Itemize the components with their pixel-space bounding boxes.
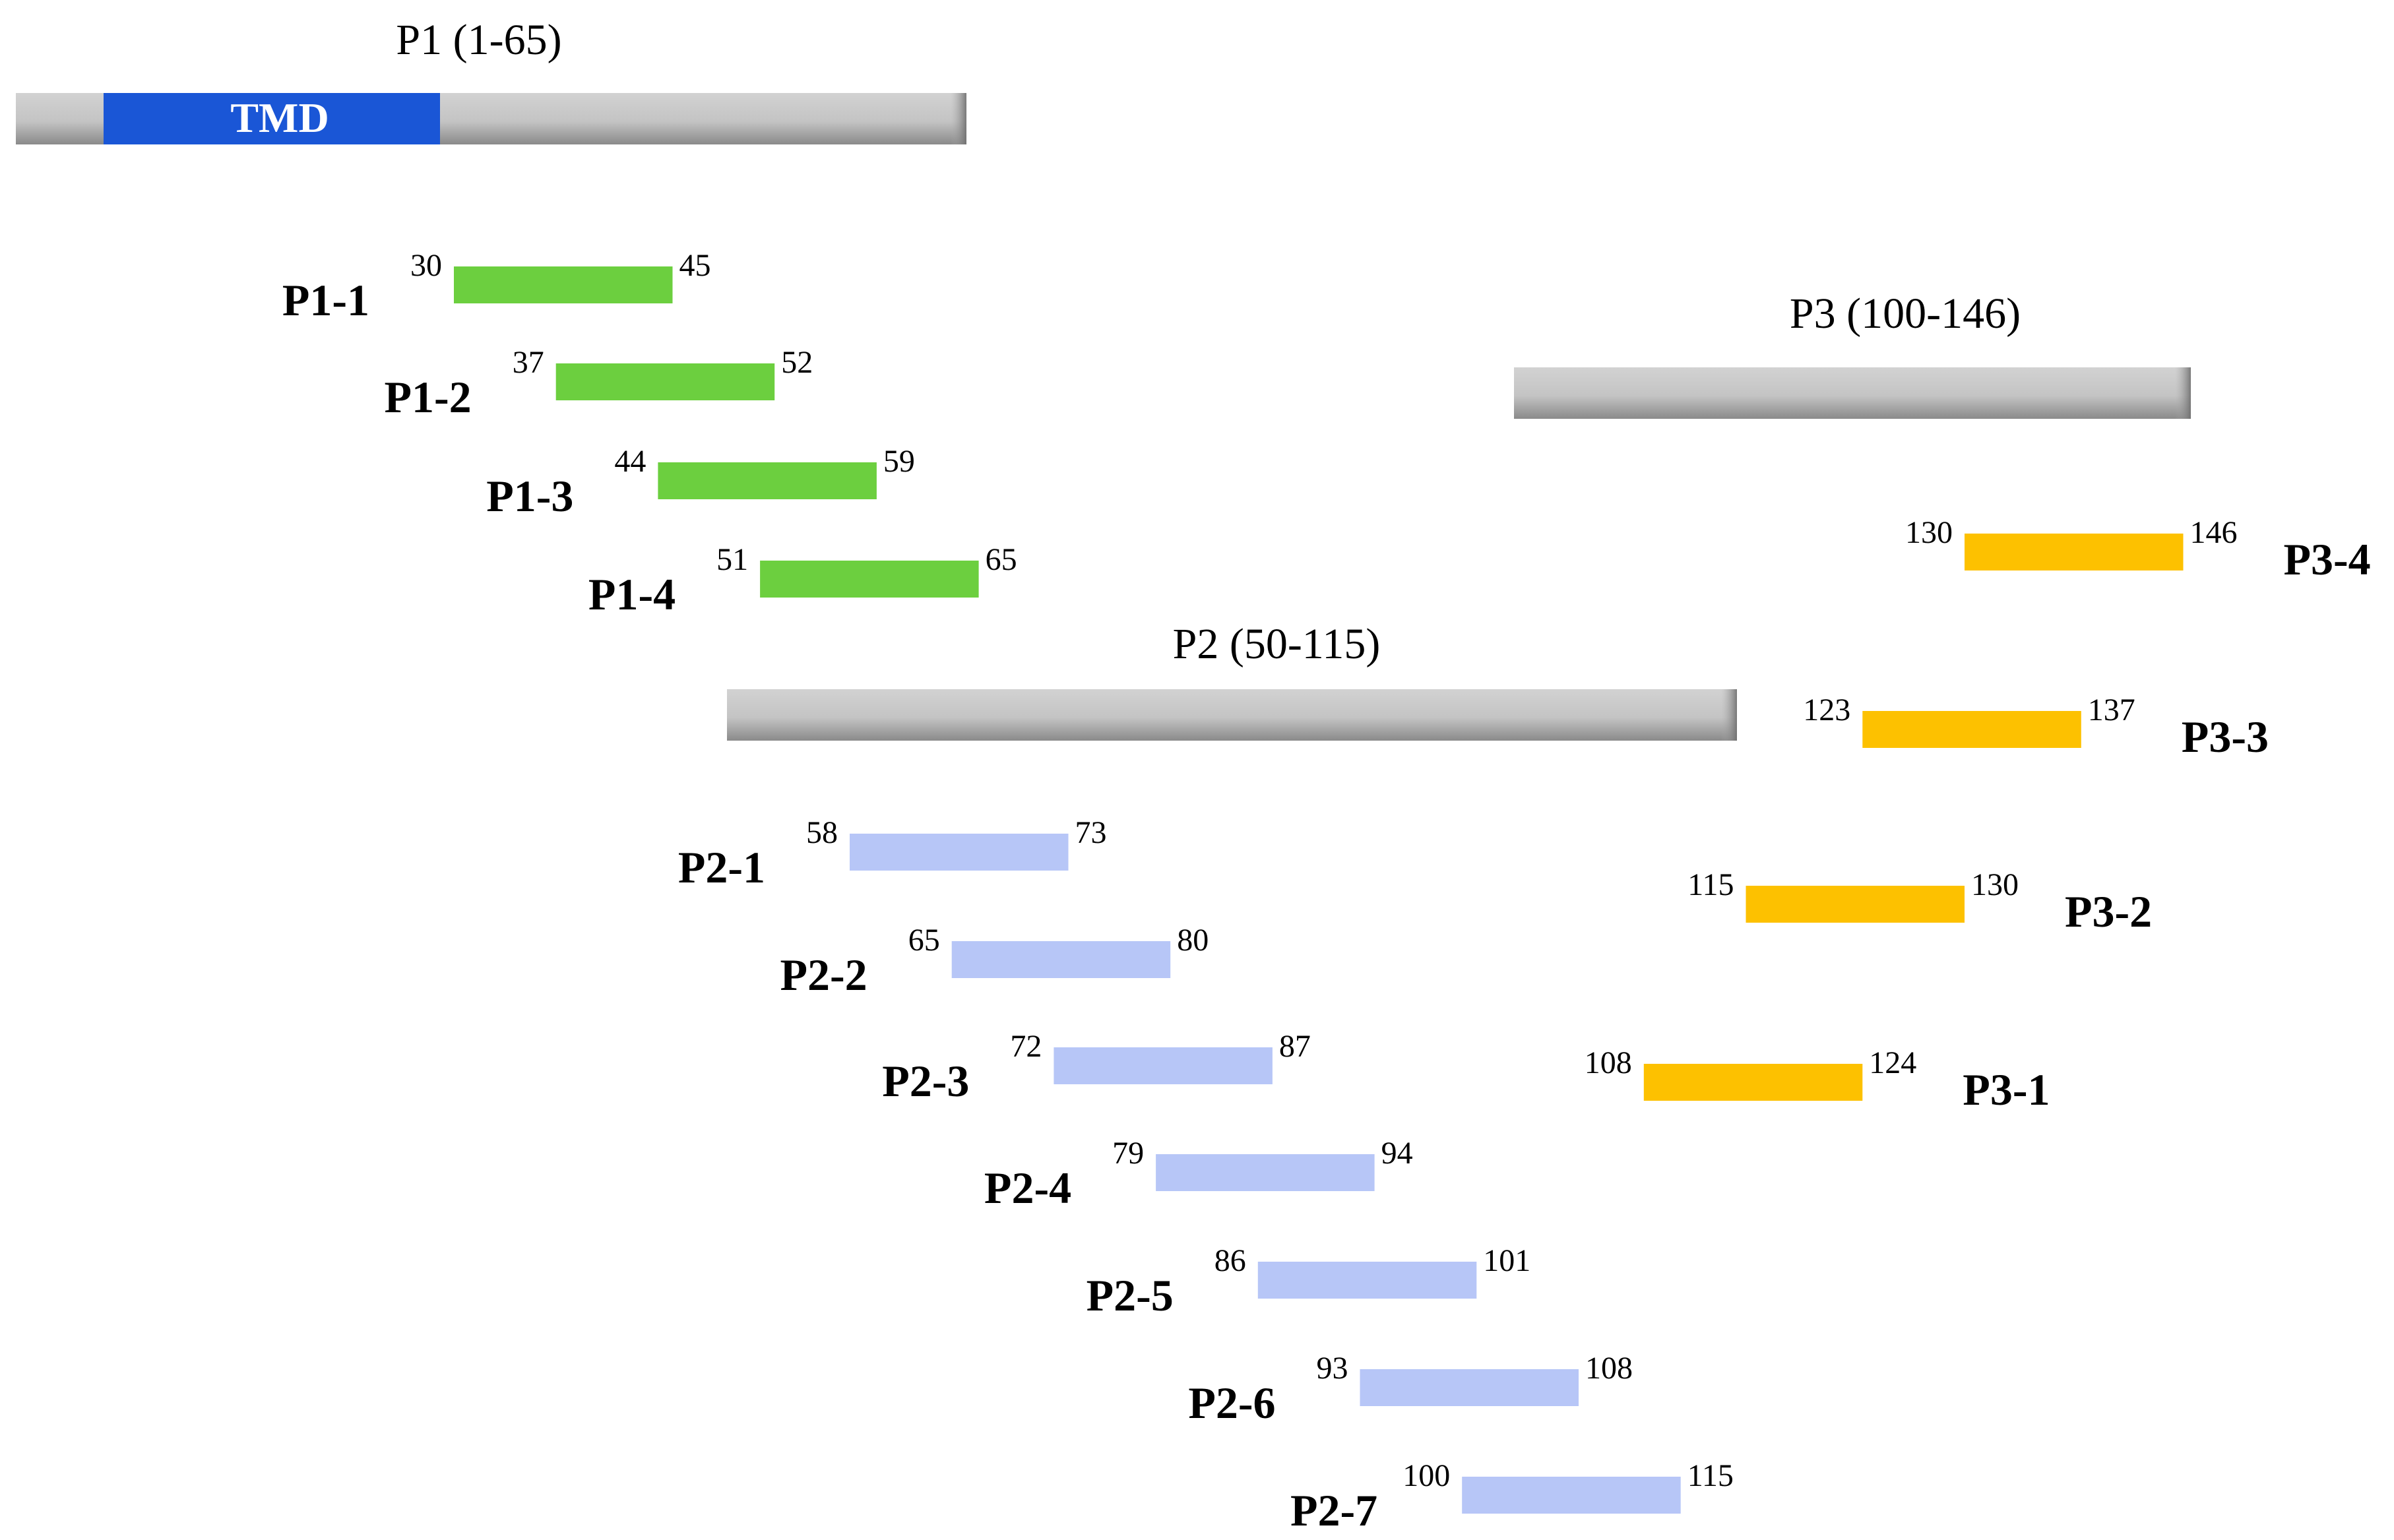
- peptide-name-p1-3: P1-3: [486, 471, 573, 521]
- parent-p3: P3 (100-146): [1514, 290, 2191, 419]
- peptide-start-label-p2-7: 100: [1402, 1458, 1450, 1493]
- parent-p1-bar-end: [951, 93, 966, 144]
- peptide-bar-p1-1: [454, 266, 673, 303]
- peptide-end-label-p2-6: 108: [1585, 1351, 1633, 1386]
- peptide-bar-p3-2: [1746, 886, 1965, 923]
- parent-p3-title: P3 (100-146): [1790, 290, 2021, 338]
- peptide-name-p1-1: P1-1: [282, 275, 369, 325]
- peptide-name-p2-7: P2-7: [1290, 1485, 1377, 1535]
- peptide-start-label-p3-1: 108: [1585, 1045, 1632, 1080]
- peptide-name-p3-2: P3-2: [2065, 886, 2152, 937]
- peptide-bar-p2-4: [1156, 1154, 1375, 1191]
- peptide-name-p2-3: P2-3: [882, 1056, 969, 1106]
- peptide-bar-p1-2: [555, 363, 775, 400]
- peptide-start-label-p2-4: 79: [1112, 1136, 1144, 1171]
- peptide-end-label-p1-3: 59: [883, 444, 915, 479]
- peptide-name-p2-6: P2-6: [1188, 1378, 1275, 1428]
- peptide-start-label-p2-6: 93: [1317, 1351, 1348, 1386]
- peptide-end-label-p2-2: 80: [1177, 923, 1209, 958]
- parent-p3-bar: [1514, 367, 2191, 419]
- peptide-start-label-p2-3: 72: [1010, 1029, 1042, 1064]
- peptide-bar-p2-2: [951, 941, 1171, 978]
- tmd-domain-bar: [104, 93, 440, 144]
- peptide-name-p2-1: P2-1: [678, 842, 765, 892]
- peptide-bar-p1-3: [658, 462, 877, 499]
- peptide-end-label-p1-4: 65: [986, 542, 1017, 577]
- peptide-bar-p2-7: [1462, 1477, 1681, 1514]
- parent-p2-title: P2 (50-115): [1173, 620, 1381, 668]
- peptide-end-label-p3-2: 130: [1971, 867, 2019, 902]
- peptide-bar-p3-3: [1862, 711, 2081, 748]
- parent-p2: P2 (50-115): [727, 620, 1737, 741]
- peptide-start-label-p1-4: 51: [716, 542, 748, 577]
- peptide-end-label-p1-2: 52: [781, 345, 813, 380]
- peptide-name-p2-2: P2-2: [780, 950, 867, 1000]
- peptide-end-label-p3-1: 124: [1869, 1045, 1916, 1080]
- peptide-start-label-p3-4: 130: [1905, 515, 1953, 550]
- peptide-name-p3-3: P3-3: [2182, 712, 2269, 762]
- peptide-name-p3-1: P3-1: [1963, 1064, 2050, 1115]
- peptide-end-label-p2-3: 87: [1279, 1029, 1311, 1064]
- peptide-bar-p2-1: [850, 834, 1069, 871]
- peptide-start-label-p2-1: 58: [806, 815, 838, 850]
- peptide-start-label-p2-5: 86: [1214, 1243, 1246, 1278]
- peptide-end-label-p2-5: 101: [1483, 1243, 1530, 1278]
- peptide-name-p2-4: P2-4: [984, 1163, 1071, 1213]
- peptide-bar-p3-4: [1965, 534, 2184, 570]
- peptide-bar-p3-1: [1643, 1064, 1863, 1101]
- peptide-end-label-p3-3: 137: [2088, 693, 2135, 727]
- peptide-end-label-p2-4: 94: [1381, 1136, 1413, 1171]
- peptide-start-label-p1-3: 44: [614, 444, 646, 479]
- peptide-name-p2-5: P2-5: [1087, 1270, 1174, 1320]
- peptide-end-label-p1-1: 45: [679, 248, 711, 283]
- peptide-bar-p1-4: [760, 561, 979, 598]
- peptide-name-p3-4: P3-4: [2284, 534, 2371, 584]
- peptide-name-p1-2: P1-2: [385, 372, 472, 422]
- peptide-start-label-p3-2: 115: [1687, 867, 1734, 902]
- peptide-bar-p2-6: [1360, 1369, 1579, 1406]
- tmd-domain-label: TMD: [230, 94, 329, 141]
- parent-p2-bar: [727, 689, 1737, 741]
- parent-p1: P1 (1-65) TMD: [16, 16, 966, 144]
- peptide-start-label-p2-2: 65: [908, 923, 940, 958]
- peptide-end-label-p2-7: 115: [1687, 1458, 1734, 1493]
- parent-p3-bar-end: [2175, 367, 2191, 419]
- peptide-name-p1-4: P1-4: [588, 569, 676, 619]
- peptide-start-label-p3-3: 123: [1803, 693, 1850, 727]
- peptide-bar-p2-3: [1054, 1047, 1273, 1084]
- parent-p1-title: P1 (1-65): [396, 16, 561, 64]
- parent-p2-bar-end: [1721, 689, 1737, 741]
- peptide-start-label-p1-2: 37: [513, 345, 544, 380]
- peptide-end-label-p3-4: 146: [2190, 515, 2238, 550]
- peptide-start-label-p1-1: 30: [410, 248, 442, 283]
- peptide-bar-p2-5: [1257, 1262, 1477, 1299]
- peptide-end-label-p2-1: 73: [1075, 815, 1107, 850]
